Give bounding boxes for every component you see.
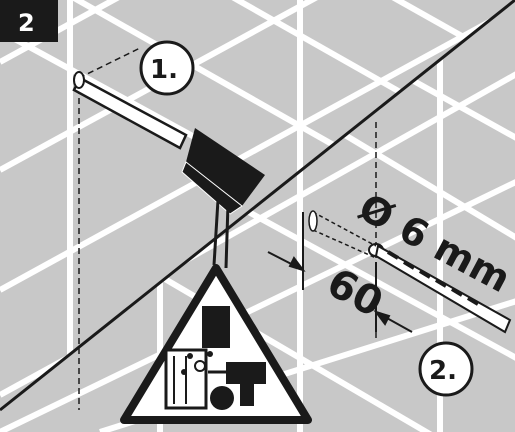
- guide-line-horizontal: [78, 47, 141, 79]
- hammer-icon: [72, 71, 265, 269]
- step-badge: [0, 0, 58, 42]
- callout-one-label: 1.: [150, 55, 178, 85]
- step-number: 2: [18, 9, 35, 37]
- depth-dimension: [267, 212, 413, 333]
- panel-divider: [0, 0, 515, 412]
- drill-bit-icon: [308, 210, 512, 334]
- callout-two-label: 2.: [429, 356, 457, 386]
- warning-triangle-hidden-pipes-icon: [120, 264, 312, 424]
- callout-one: 1.: [139, 40, 195, 96]
- callout-two: 2.: [418, 341, 474, 397]
